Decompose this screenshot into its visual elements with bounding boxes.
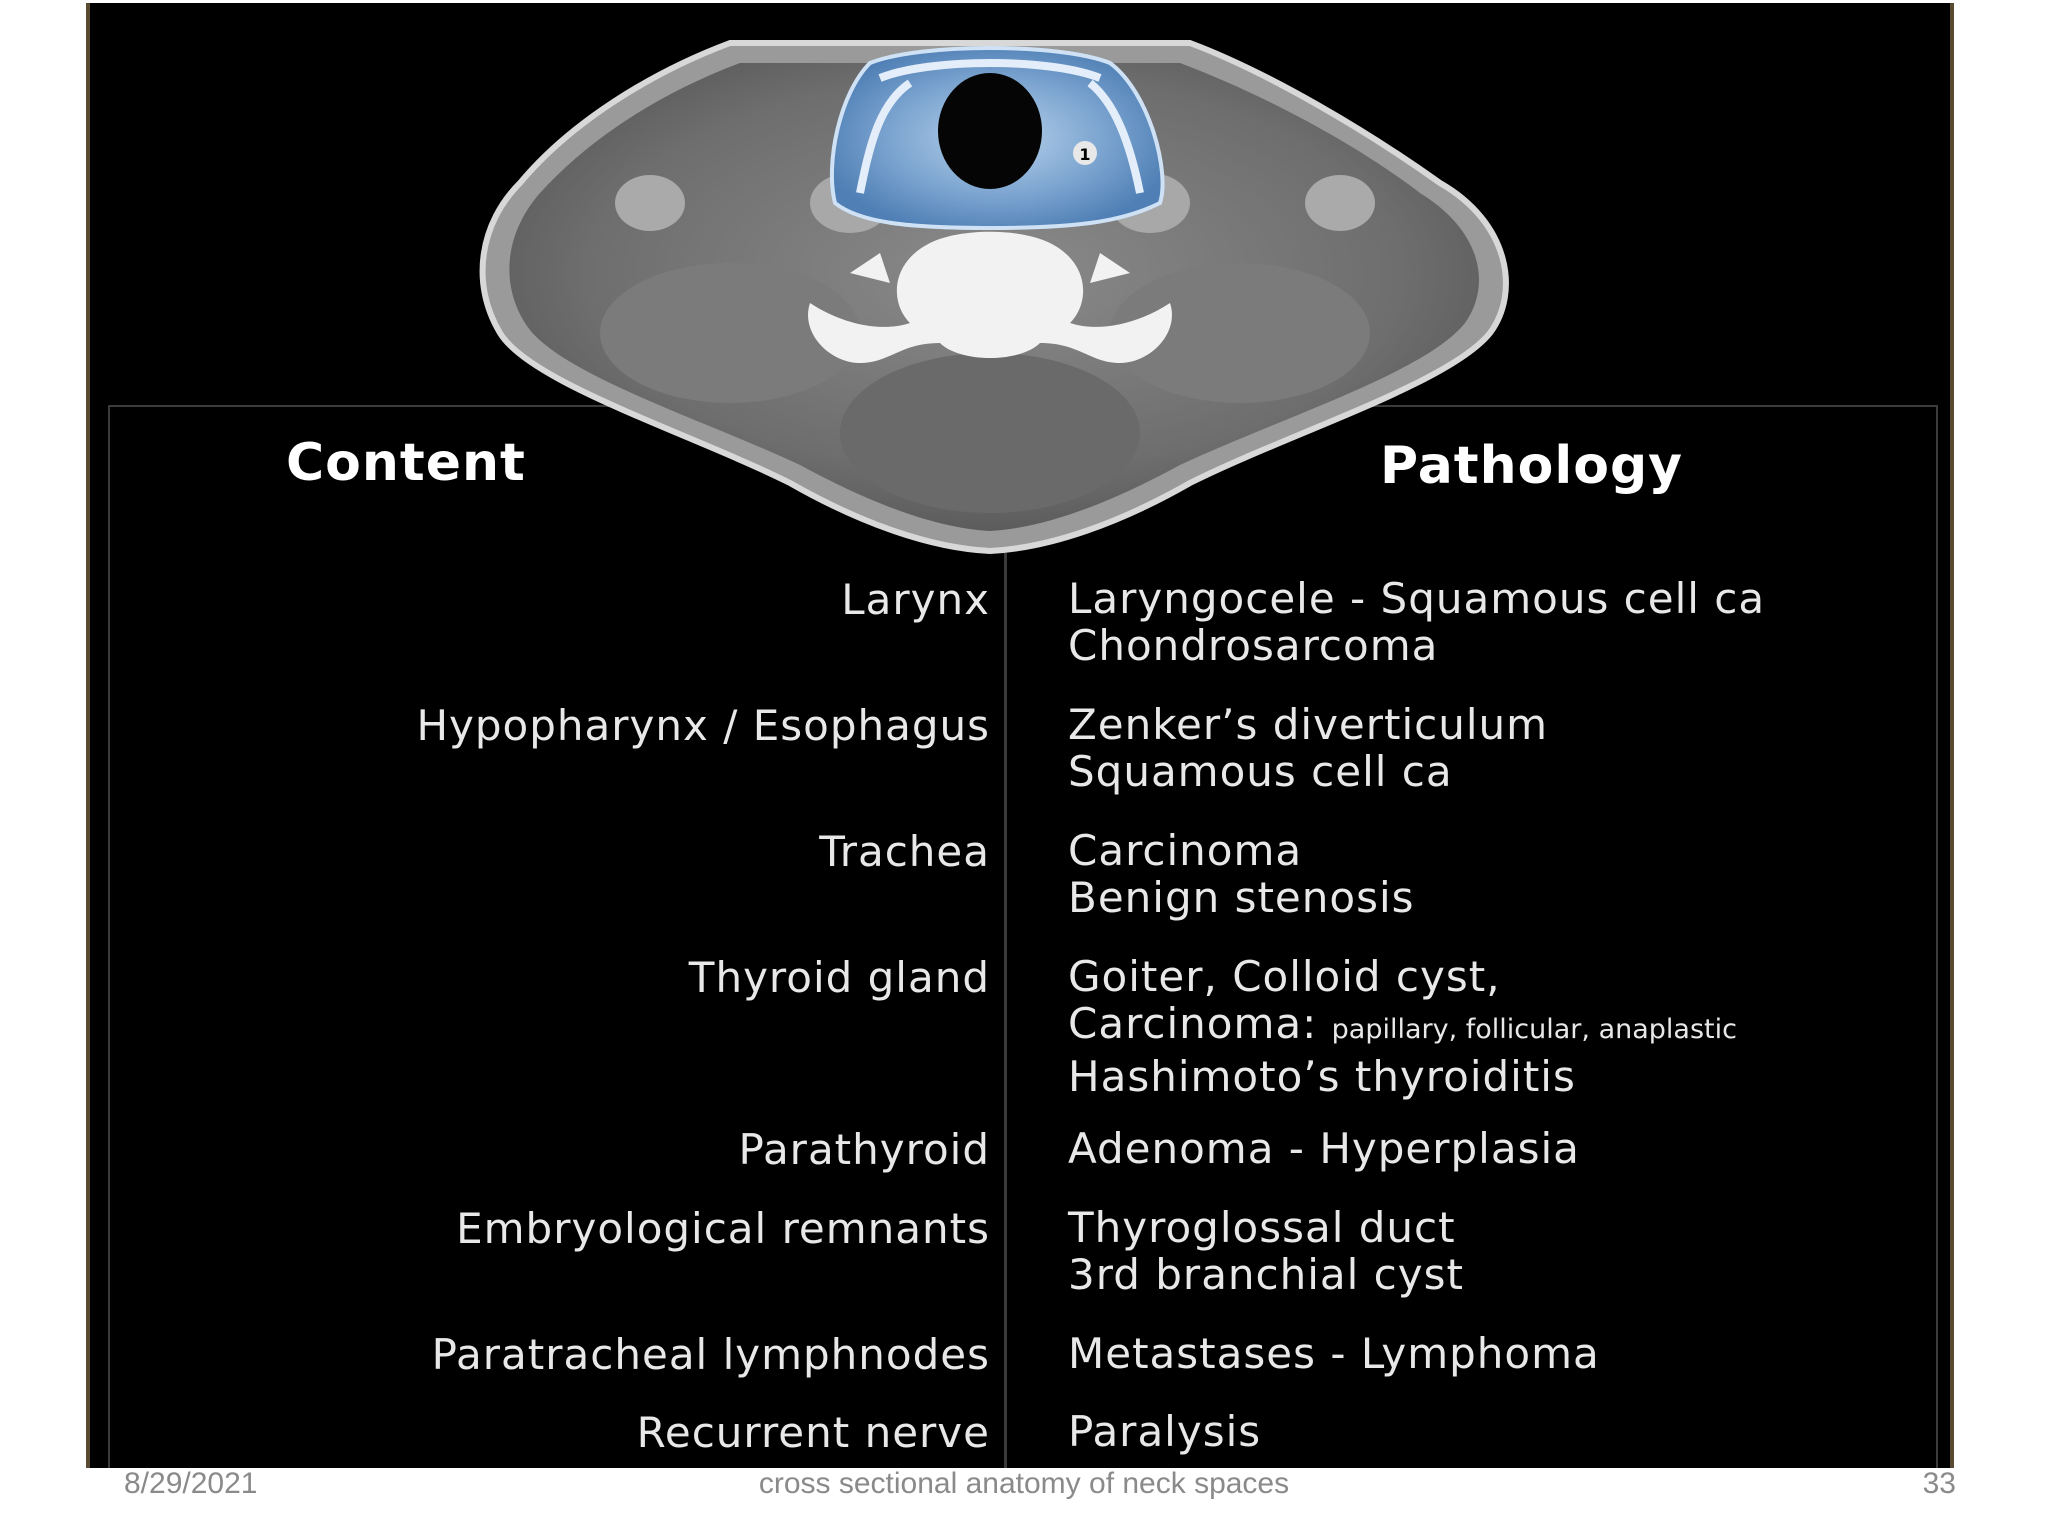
pathology-line: Chondrosarcoma xyxy=(1068,621,1439,670)
content-cell: Recurrent nerve xyxy=(636,1408,990,1457)
column-divider xyxy=(1004,553,1007,1468)
carcinoma-types: papillary, follicular, anaplastic xyxy=(1331,1014,1737,1045)
pathology-cell: Carcinoma Benign stenosis xyxy=(1068,827,1415,921)
pathology-line: Goiter, Colloid cyst, xyxy=(1068,952,1501,1001)
header-pathology: Pathology xyxy=(1380,436,1684,496)
pathology-line: Paralysis xyxy=(1068,1407,1262,1456)
footer-date: 8/29/2021 xyxy=(124,1467,258,1500)
pathology-line: Squamous cell ca xyxy=(1068,747,1453,796)
pathology-cell: Goiter, Colloid cyst, Carcinoma: papilla… xyxy=(1068,953,1737,1100)
pathology-cell: Zenker’s diverticulum Squamous cell ca xyxy=(1068,701,1548,795)
content-cell: Embryological remnants xyxy=(456,1204,990,1253)
header-content: Content xyxy=(286,433,526,493)
content-cell: Larynx xyxy=(841,575,990,624)
content-cell: Trachea xyxy=(819,827,990,876)
content-cell: Parathyroid xyxy=(738,1125,990,1174)
image-marker: 1 xyxy=(1079,145,1090,164)
pathology-line: Laryngocele - Squamous cell ca xyxy=(1068,574,1766,623)
pathology-line: Benign stenosis xyxy=(1068,873,1415,922)
pathology-line: Zenker’s diverticulum xyxy=(1068,700,1549,749)
footer-title: cross sectional anatomy of neck spaces xyxy=(758,1467,1290,1500)
pathology-line: 3rd branchial cyst xyxy=(1068,1250,1464,1299)
pathology-line: Hashimoto’s thyroiditis xyxy=(1068,1052,1576,1101)
pathology-cell: Paralysis xyxy=(1068,1408,1261,1455)
pathology-line: Metastases - Lymphoma xyxy=(1068,1329,1600,1378)
content-cell: Paratracheal lymphnodes xyxy=(431,1330,990,1379)
pathology-cell: Laryngocele - Squamous cell ca Chondrosa… xyxy=(1068,575,1765,669)
pathology-cell: Thyroglossal duct 3rd branchial cyst xyxy=(1068,1204,1464,1298)
slide-panel: 1 Content Pathology Larynx Laryngocele -… xyxy=(86,3,1954,1468)
pathology-cell: Metastases - Lymphoma xyxy=(1068,1330,1600,1377)
content-cell: Hypopharynx / Esophagus xyxy=(416,701,990,750)
ct-neck-image: 1 xyxy=(479,40,1509,555)
pathology-line: Thyroglossal duct xyxy=(1068,1203,1456,1252)
pathology-line: Carcinoma: papillary, follicular, anapla… xyxy=(1068,999,1737,1048)
content-cell: Thyroid gland xyxy=(688,953,990,1002)
pathology-line: Carcinoma xyxy=(1068,826,1303,875)
footer-page-number: 33 xyxy=(1922,1467,1956,1500)
pathology-line: Adenoma - Hyperplasia xyxy=(1068,1124,1580,1173)
pathology-cell: Adenoma - Hyperplasia xyxy=(1068,1125,1580,1172)
